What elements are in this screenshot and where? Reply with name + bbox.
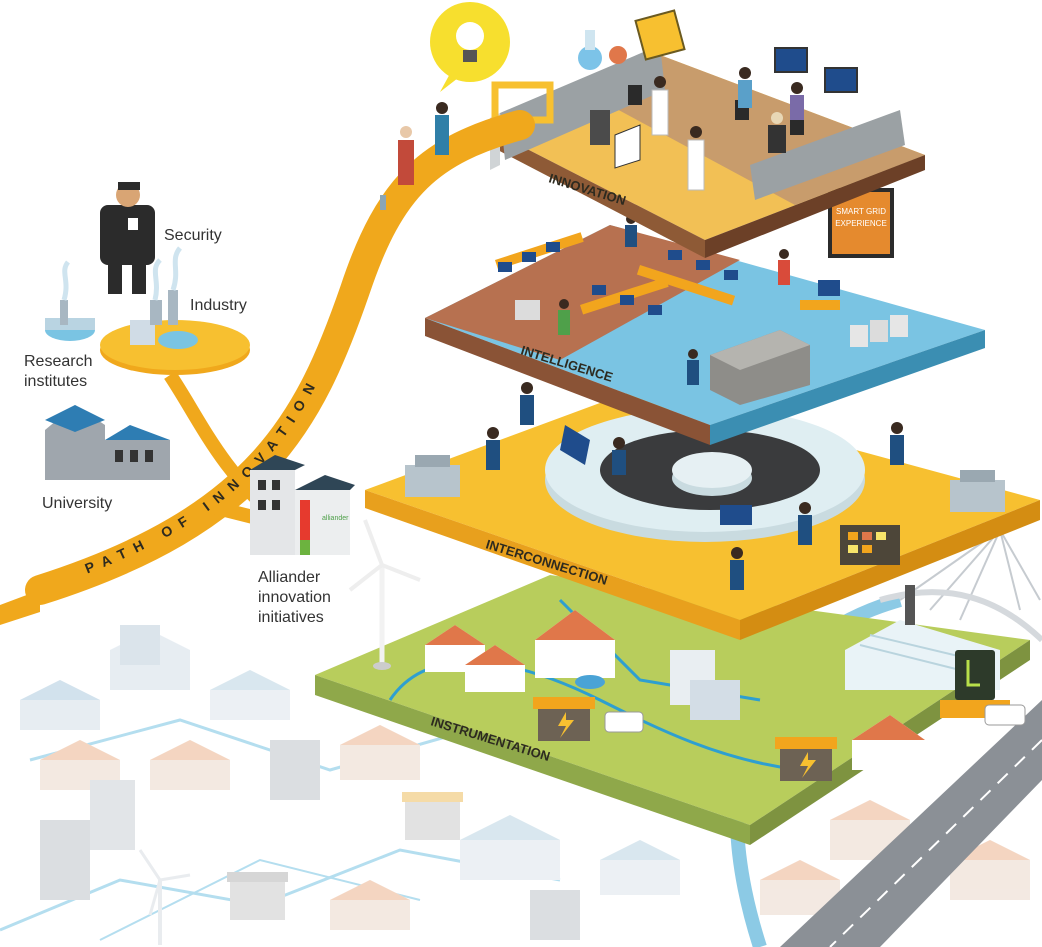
house (150, 740, 230, 790)
house (110, 625, 190, 690)
house (425, 625, 485, 672)
wind-turbine-icon (138, 849, 191, 945)
house (340, 725, 420, 780)
security-guard (100, 182, 155, 294)
factory-chimney (905, 585, 915, 625)
layer-intelligence: INTELLIGENCE (425, 214, 985, 445)
filing-cabinets (515, 300, 908, 347)
substation (775, 737, 837, 781)
research-institute (45, 260, 95, 341)
substation (227, 792, 463, 920)
label-security: Security (164, 227, 222, 244)
monitor-icon (592, 285, 662, 315)
van (984, 704, 1026, 726)
server-cabinet (950, 470, 1005, 512)
house (40, 740, 120, 790)
label-alliander-initiatives: Alliander innovation initiatives (258, 569, 331, 626)
house (20, 680, 100, 730)
office-tower (40, 740, 320, 900)
alliander-building: alliander (250, 455, 355, 555)
label-research-institutes: Research institutes (24, 353, 93, 390)
house (330, 880, 410, 930)
people (558, 214, 790, 385)
office-building (670, 650, 740, 720)
wind-turbine-icon (348, 519, 421, 670)
alliander-sign: alliander (322, 515, 349, 522)
monitor-icon (560, 425, 590, 465)
monitor-icon (774, 47, 858, 93)
background-city (0, 625, 1030, 945)
scientists (651, 67, 804, 191)
control-panel (840, 525, 900, 565)
label-university: University (42, 495, 113, 512)
server-racks (710, 330, 810, 405)
university-building (45, 405, 170, 480)
house (465, 645, 525, 692)
industry-island (100, 246, 250, 375)
layer-interconnection: INTERCONNECTION (365, 382, 1040, 640)
house (210, 670, 290, 720)
lightbulb-icon (430, 2, 510, 92)
monitor-icon (498, 242, 560, 272)
people (486, 382, 904, 590)
van (604, 711, 644, 733)
server-cabinet (405, 455, 460, 497)
control-ring (545, 408, 865, 542)
lightning-icon (558, 712, 574, 738)
house (600, 840, 680, 895)
house (760, 860, 840, 915)
label-industry: Industry (190, 297, 247, 314)
lightning-icon (800, 752, 816, 778)
car (575, 675, 605, 689)
office-tower (530, 890, 580, 940)
house (460, 815, 560, 880)
monitor-icon (720, 505, 752, 525)
layer-instrumentation: INSTRUMENTATION (315, 519, 1030, 845)
walkers (380, 102, 449, 210)
layer-innovation: INNOVATION (490, 9, 925, 258)
house (535, 610, 615, 678)
house (950, 840, 1030, 900)
house (852, 715, 925, 770)
lab-equipment (578, 9, 686, 169)
monitor-icon (668, 250, 840, 296)
